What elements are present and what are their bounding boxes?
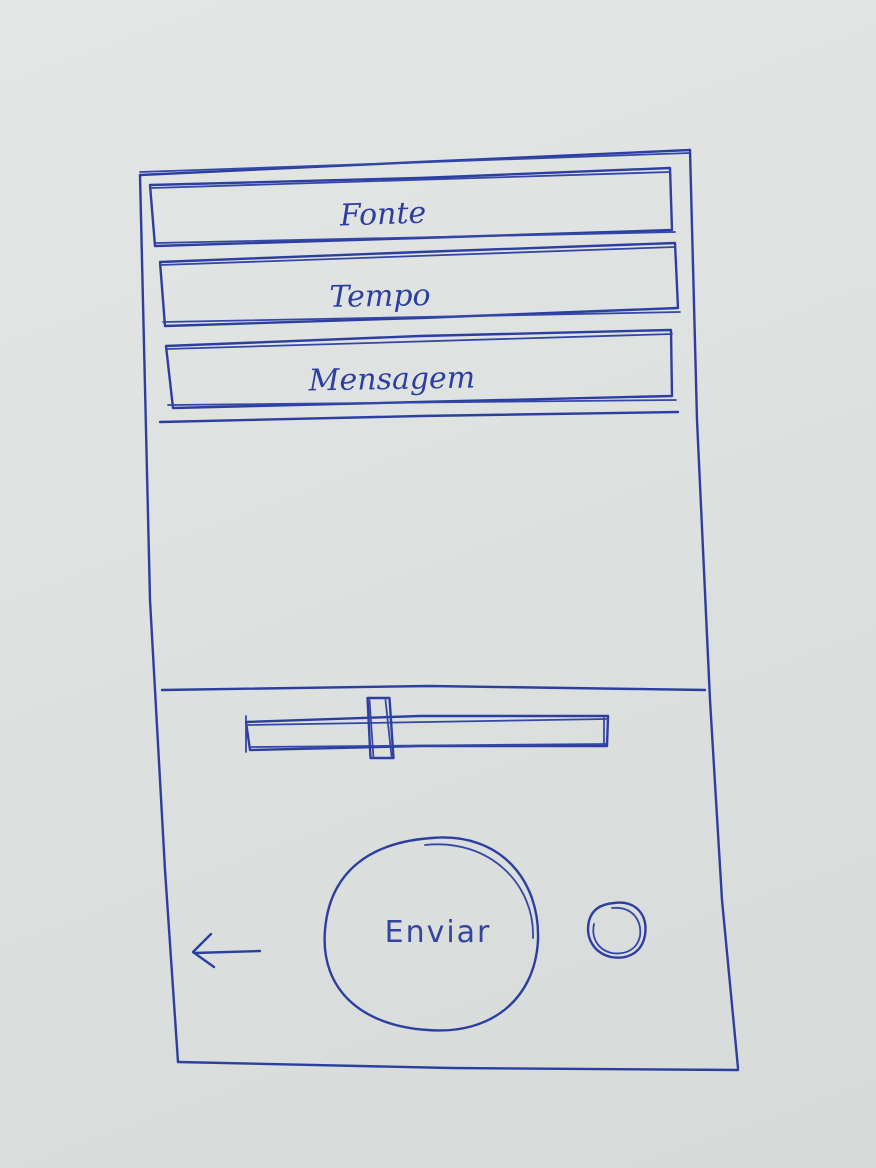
menu-item-tempo-label: Tempo xyxy=(329,278,431,315)
circle-icon[interactable] xyxy=(586,901,647,959)
slider-track xyxy=(244,714,610,752)
content-divider xyxy=(160,684,707,692)
phone-frame xyxy=(138,148,740,1072)
slider-thumb[interactable] xyxy=(366,696,395,760)
menu-divider xyxy=(158,410,680,424)
slider[interactable] xyxy=(244,696,610,760)
arrow-left-icon[interactable] xyxy=(191,932,262,969)
menu-item-fonte-label: Fonte xyxy=(338,196,427,234)
menu-item-mensagem[interactable]: Mensagem xyxy=(164,328,677,410)
send-button[interactable]: Enviar xyxy=(323,836,540,1032)
menu-item-fonte[interactable]: Fonte xyxy=(148,166,676,248)
send-button-label: Enviar xyxy=(385,915,492,950)
menu-item-mensagem-label: Mensagem xyxy=(307,361,475,399)
menu-item-tempo[interactable]: Tempo xyxy=(158,241,681,328)
